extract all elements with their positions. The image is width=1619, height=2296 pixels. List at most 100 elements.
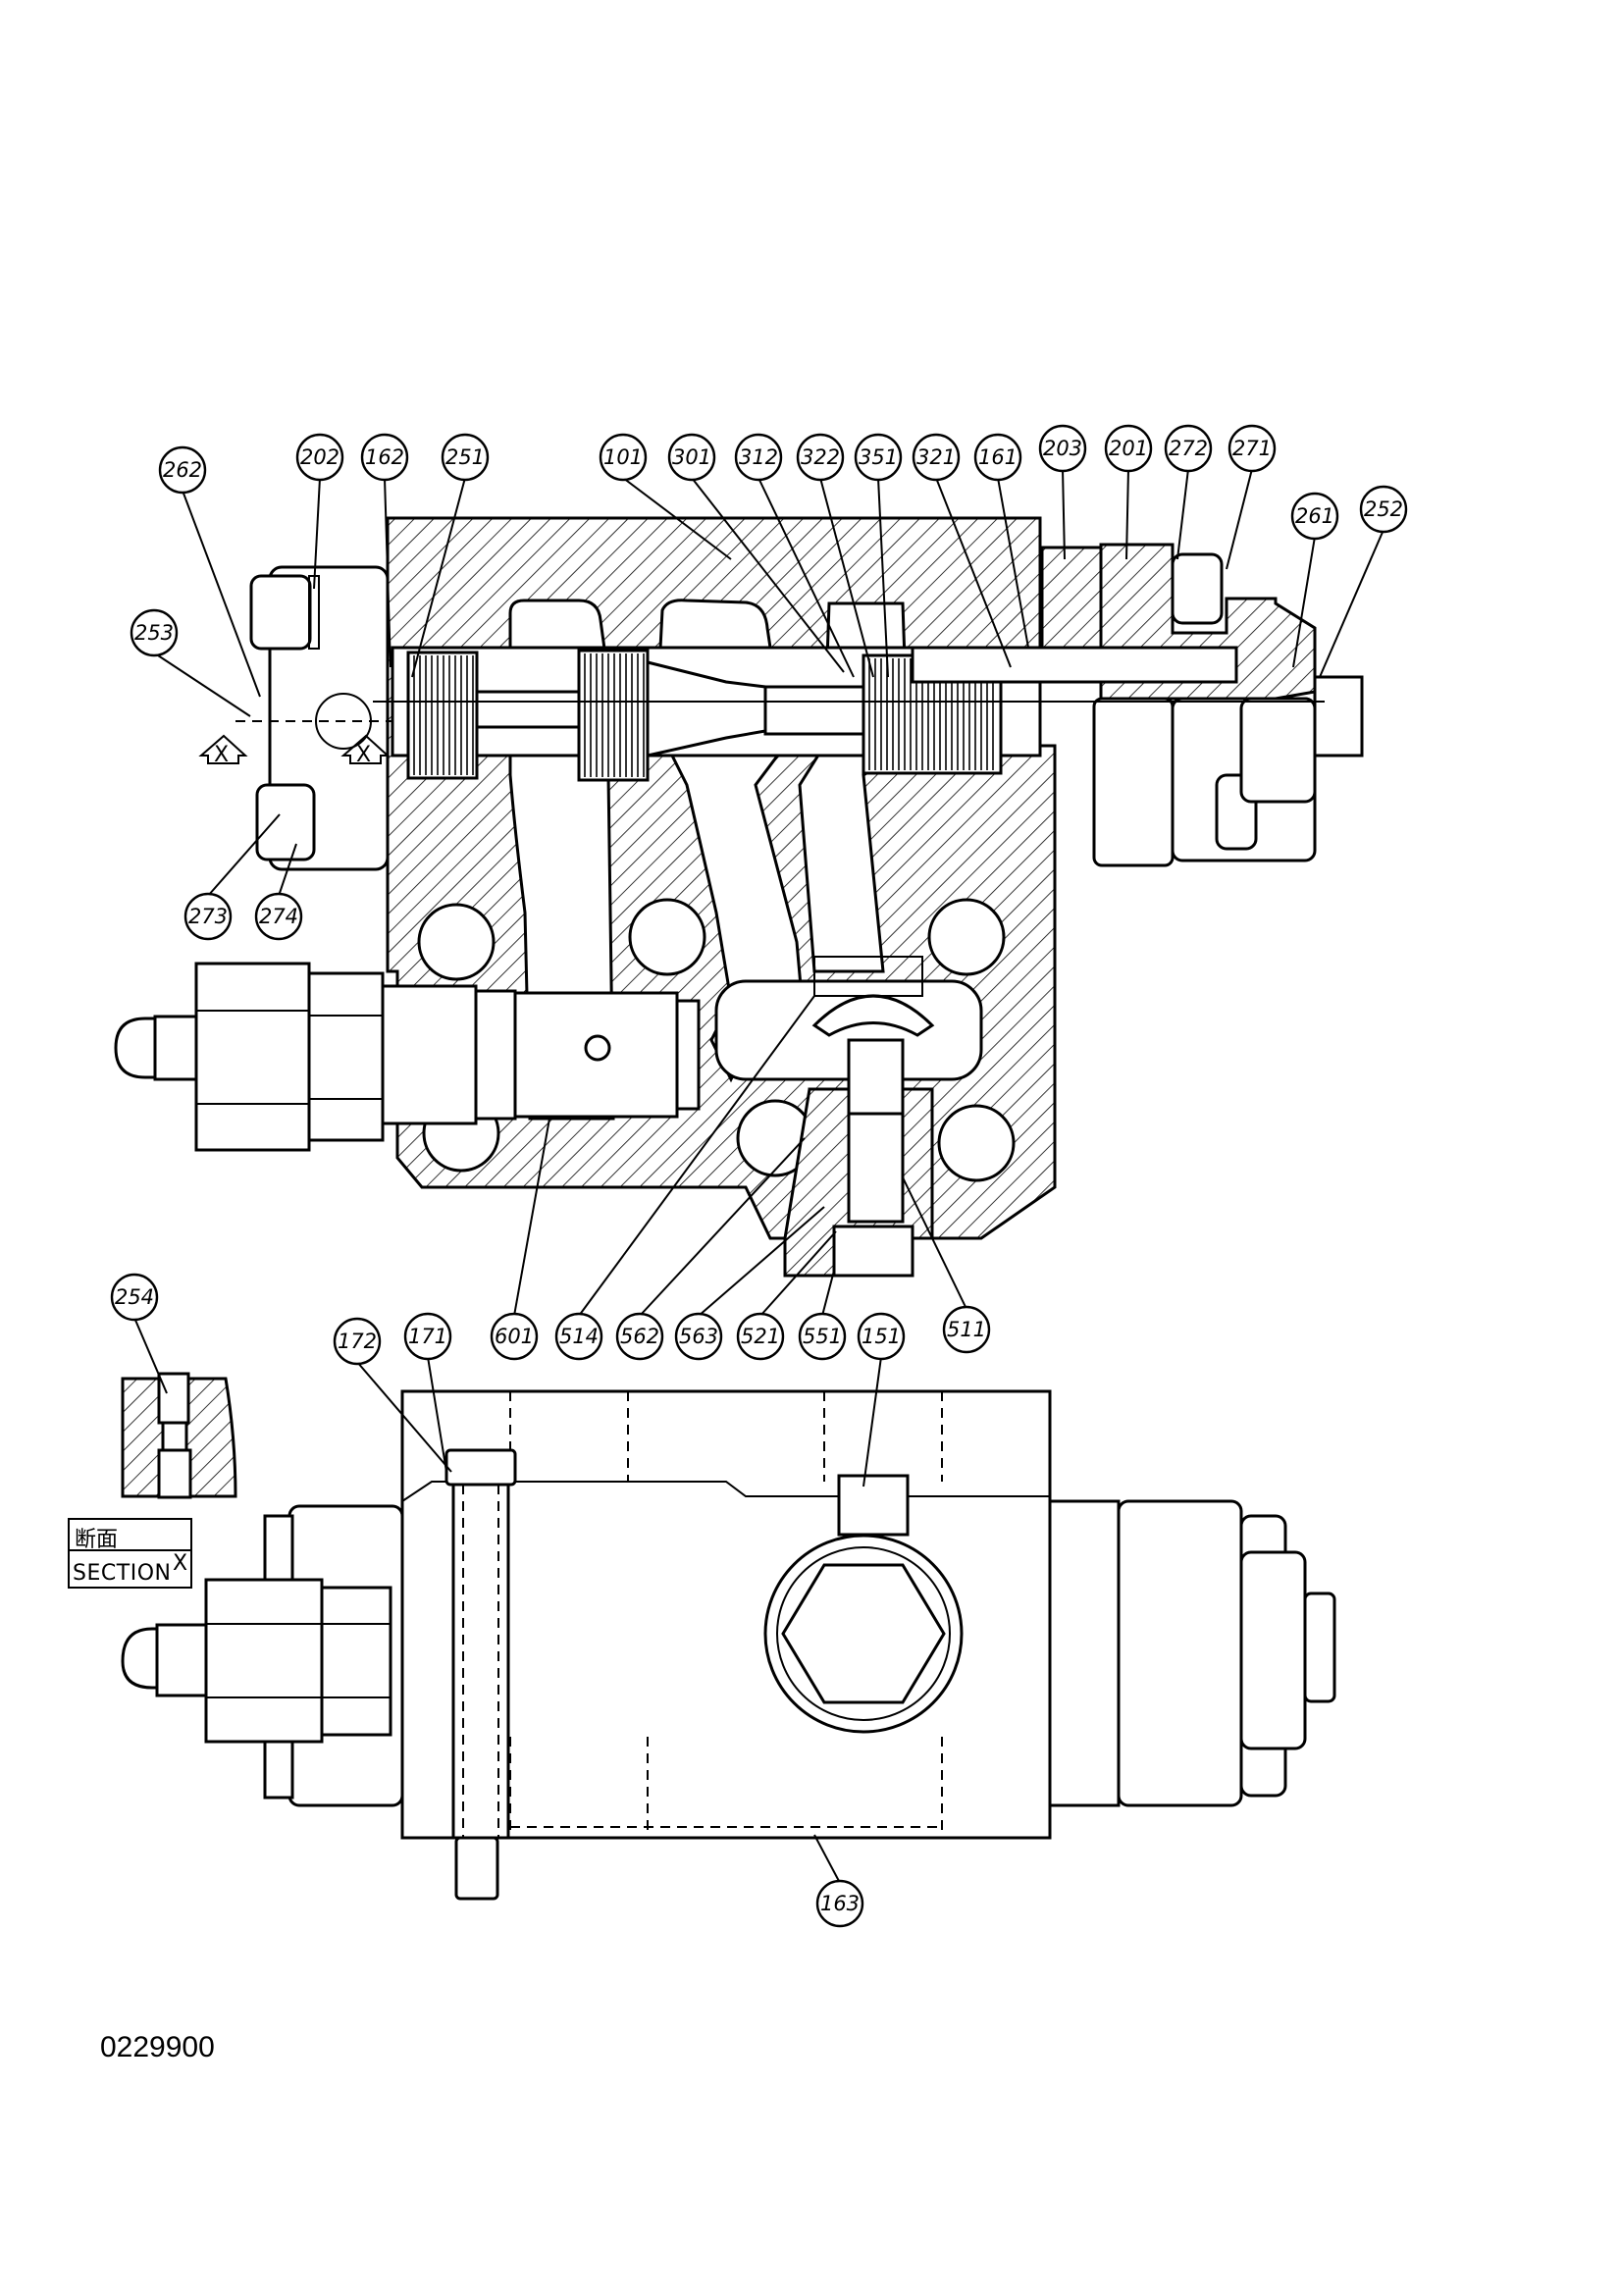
callout-label: 262: [163, 458, 202, 482]
callout-label: 562: [620, 1325, 659, 1348]
poppet-514: [811, 994, 935, 1037]
push-rod-321: [911, 646, 1238, 684]
callout-202: 202: [295, 433, 344, 482]
cap-screw-lower: [255, 783, 316, 861]
right-cover-a: [1048, 1499, 1121, 1807]
callout-label: 252: [1364, 497, 1403, 521]
callout-label: 254: [115, 1285, 154, 1309]
sectional-view: X X: [114, 468, 1384, 1317]
callout-172: 172: [333, 1317, 382, 1366]
callout-label: 312: [739, 445, 778, 469]
callout-label: 511: [947, 1318, 986, 1341]
drawing-number: 0229900: [100, 2031, 215, 2063]
view-arrow-left: X: [198, 734, 248, 767]
view-arrow-label: X: [356, 743, 371, 767]
callout-203: 203: [1038, 424, 1087, 473]
section-label-ja: 断面: [75, 1528, 118, 1552]
lower-cover: [1092, 697, 1175, 867]
view-arrow-label: X: [214, 743, 229, 767]
plug-151: [837, 1474, 910, 1537]
callout-161: 161: [973, 433, 1022, 482]
callout-171: 171: [403, 1312, 452, 1361]
screw-271: [1171, 552, 1224, 625]
callout-label: 253: [134, 621, 174, 645]
callout-label: 171: [408, 1325, 447, 1348]
plug-203: [1040, 546, 1103, 657]
callout-514: 514: [554, 1312, 603, 1361]
end-plug: [1313, 675, 1364, 757]
callout-162: 162: [360, 433, 409, 482]
cap-screw-upper: [249, 574, 312, 651]
callout-511: 511: [942, 1305, 991, 1354]
callout-563: 563: [674, 1312, 723, 1361]
bolt-171: [444, 1448, 517, 1487]
callout-label: 521: [741, 1325, 780, 1348]
callout-601: 601: [490, 1312, 539, 1361]
callout-label: 162: [365, 445, 404, 469]
callout-label: 203: [1043, 437, 1082, 460]
end-cap: [1239, 697, 1317, 804]
callout-label: 201: [1109, 437, 1148, 460]
callout-label: 551: [803, 1325, 842, 1348]
callout-322: 322: [796, 433, 845, 482]
section-letter: X: [173, 1551, 187, 1576]
callout-label: 563: [679, 1325, 718, 1348]
check-valve: [783, 956, 935, 1278]
section-label-en: SECTION: [73, 1561, 171, 1586]
callout-label: 272: [1169, 437, 1208, 460]
section-x-detail: 断面 SECTION X: [68, 1317, 237, 1589]
bolt-end: [454, 1836, 499, 1901]
callout-label: 163: [820, 1892, 860, 1915]
callout-label: 261: [1295, 504, 1334, 528]
poppet-guide: [847, 1038, 905, 1116]
callout-label: 321: [916, 445, 956, 469]
callout-271: 271: [1227, 424, 1277, 473]
bolt-hole: [417, 903, 496, 981]
callout-261: 261: [1290, 492, 1339, 541]
callout-301: 301: [667, 433, 716, 482]
callout-252: 252: [1359, 485, 1408, 534]
callout-label: 271: [1232, 437, 1272, 460]
callout-201: 201: [1104, 424, 1153, 473]
callout-151: 151: [857, 1312, 906, 1361]
callout-163: 163: [815, 1879, 864, 1928]
callout-label: 301: [672, 445, 711, 469]
callout-label: 251: [445, 445, 485, 469]
callout-273: 273: [183, 892, 233, 941]
callout-274: 274: [254, 892, 303, 941]
callout-label: 274: [259, 905, 298, 928]
callout-label: 202: [300, 445, 339, 469]
callout-label: 161: [978, 445, 1018, 469]
callout-351: 351: [854, 433, 903, 482]
callout-272: 272: [1164, 424, 1213, 473]
bolt-hole: [937, 1104, 1016, 1182]
callout-253: 253: [130, 608, 179, 657]
callout-551: 551: [798, 1312, 847, 1361]
callout-312: 312: [734, 433, 783, 482]
callout-label: 101: [603, 445, 643, 469]
callout-label: 273: [188, 905, 228, 928]
callout-label: 172: [338, 1330, 377, 1353]
valve-stem-511: [847, 1112, 905, 1224]
callout-562: 562: [615, 1312, 664, 1361]
bolt-shank: [451, 1483, 510, 1840]
bolt-hole: [927, 898, 1006, 976]
callout-label: 514: [559, 1325, 599, 1348]
callout-254: 254: [110, 1273, 159, 1322]
valve-seat-521: [832, 1225, 914, 1278]
external-view: [121, 1356, 1336, 1901]
right-cover-b: [1117, 1499, 1243, 1807]
callout-label: 351: [859, 445, 898, 469]
callout-262: 262: [158, 445, 207, 495]
callout-label: 601: [495, 1325, 534, 1348]
callout-521: 521: [736, 1312, 785, 1361]
callout-label: 151: [862, 1325, 901, 1348]
port-hex: [781, 1563, 946, 1704]
view-arrow-right: X: [340, 734, 391, 767]
callout-101: 101: [599, 433, 648, 482]
callout-321: 321: [912, 433, 961, 482]
bolt-hole: [628, 898, 706, 976]
callout-label: 322: [801, 445, 840, 469]
callout-layer: 262 202 162 251 101 301 312 322 351 321 161 203 201 2…: [110, 424, 1408, 1928]
